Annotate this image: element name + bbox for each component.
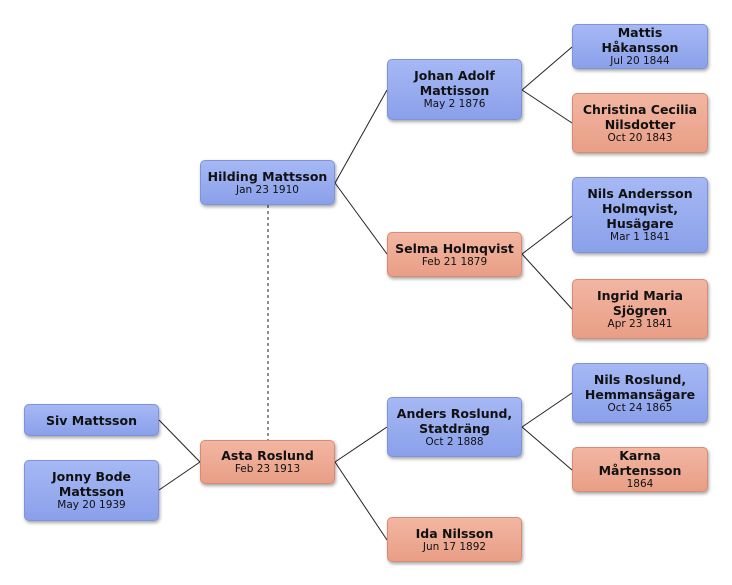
person-date: Jan 23 1910 <box>236 183 299 196</box>
person-date: Feb 21 1879 <box>421 255 488 268</box>
connector-line <box>334 182 388 255</box>
person-date: Oct 20 1843 <box>607 131 673 144</box>
person-name: Johan Adolf Mattisson <box>414 68 495 98</box>
person-card-johan-mattisson[interactable]: Johan Adolf Mattisson May 2 1876 <box>387 59 522 120</box>
connector-line <box>334 426 388 463</box>
connector-line <box>521 89 573 124</box>
person-card-selma-holmqvist[interactable]: Selma Holmqvist Feb 21 1879 <box>387 232 522 277</box>
connector-line <box>521 426 573 471</box>
person-date: Feb 23 1913 <box>234 463 301 475</box>
person-date: Jul 20 1844 <box>610 55 670 67</box>
person-card-karna-martensson[interactable]: Karna Mårtensson 1864 <box>572 447 708 492</box>
person-name: Anders Roslund, Statdräng <box>396 405 513 436</box>
person-date: May 20 1939 <box>57 499 126 511</box>
connector-line <box>334 89 388 184</box>
person-date: Oct 24 1865 <box>607 401 673 414</box>
connector-line <box>158 461 201 491</box>
person-card-christina-nilsdotter[interactable]: Christina Cecilia Nilsdotter Oct 20 1843 <box>572 93 708 153</box>
person-card-ingrid-sjogren[interactable]: Ingrid Maria Sjögren Apr 23 1841 <box>572 279 708 339</box>
person-card-mattis-hakansson[interactable]: Mattis Håkansson Jul 20 1844 <box>572 24 708 69</box>
person-card-nils-andersson-holmqvist[interactable]: Nils Andersson Holmqvist, Husägare Mar 1… <box>572 177 708 253</box>
person-card-hilding-mattsson[interactable]: Hilding Mattsson Jan 23 1910 <box>200 160 335 205</box>
person-card-siv-mattsson[interactable]: Siv Mattsson <box>24 404 159 436</box>
connector-line <box>521 392 573 428</box>
person-name: Karna Mårtensson <box>598 448 682 478</box>
connector-line <box>158 419 201 463</box>
person-card-anders-roslund[interactable]: Anders Roslund, Statdräng Oct 2 1888 <box>387 397 522 457</box>
connector-line <box>521 215 573 255</box>
person-date: 1864 <box>626 478 654 490</box>
person-name: Mattis Håkansson <box>601 25 679 55</box>
person-name: Hilding Mattsson <box>207 168 328 184</box>
person-card-asta-roslund[interactable]: Asta Roslund Feb 23 1913 <box>200 440 335 484</box>
person-card-jonny-mattsson[interactable]: Jonny Bode Mattsson May 20 1939 <box>24 460 159 521</box>
person-date: Mar 1 1841 <box>610 231 670 243</box>
person-name: Asta Roslund <box>221 448 314 463</box>
person-name: Siv Mattsson <box>46 412 137 428</box>
person-name: Ingrid Maria Sjögren <box>596 287 683 318</box>
person-name: Ida Nilsson <box>415 525 494 541</box>
person-name: Nils Andersson Holmqvist, Husägare <box>587 186 693 231</box>
person-name: Nils Roslund, Hemmansägare <box>584 371 696 402</box>
person-date: May 2 1876 <box>423 98 486 110</box>
connector-line <box>521 46 573 91</box>
connector-line <box>521 253 573 310</box>
person-date: Apr 23 1841 <box>607 317 673 330</box>
person-name: Christina Cecilia Nilsdotter <box>582 101 698 132</box>
person-card-nils-roslund[interactable]: Nils Roslund, Hemmansägare Oct 24 1865 <box>572 363 708 423</box>
connector-line <box>334 461 388 541</box>
person-name: Jonny Bode Mattsson <box>51 469 132 499</box>
person-date: Oct 2 1888 <box>425 435 484 448</box>
person-date: Jun 17 1892 <box>422 540 487 553</box>
person-card-ida-nilsson[interactable]: Ida Nilsson Jun 17 1892 <box>387 517 522 562</box>
person-name: Selma Holmqvist <box>395 240 514 256</box>
